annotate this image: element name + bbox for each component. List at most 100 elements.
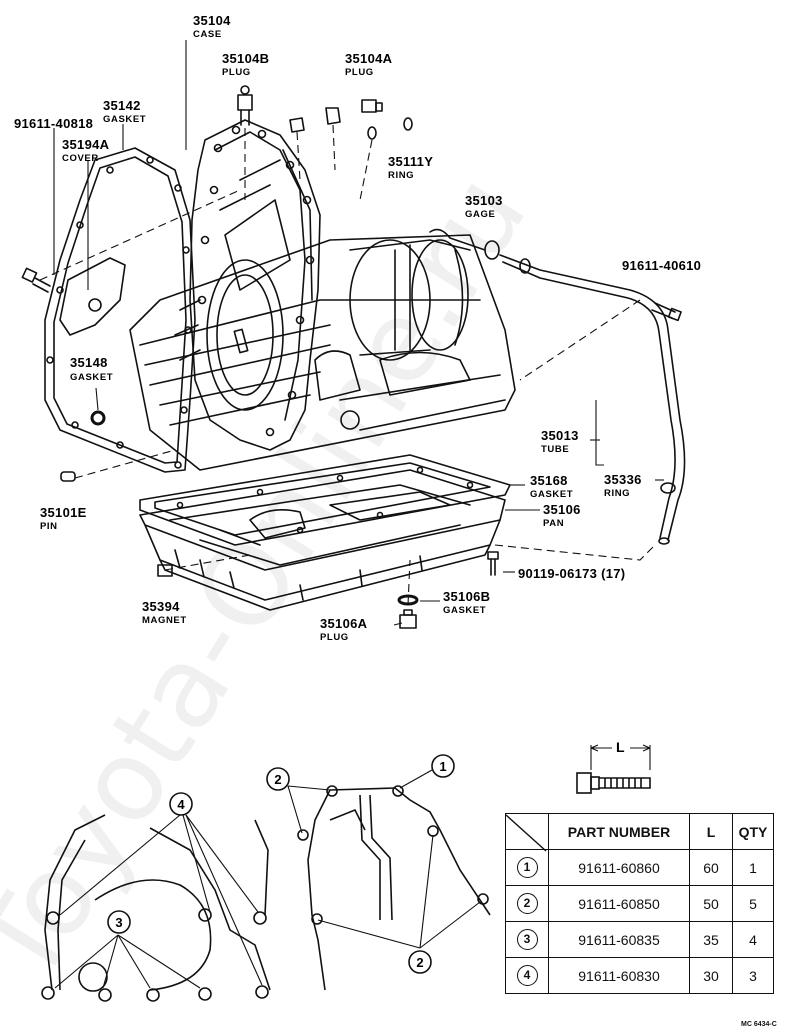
callout-35104a-name: PLUG [345,67,374,78]
pan-bolt-drawing [487,551,499,576]
callout-35336-number: 35336 [604,472,642,487]
callout-35101e-number: 35101E [40,505,87,520]
row-length: 30 [689,957,733,994]
bolt-length-label: L [616,739,625,755]
row-key-circle: 1 [516,857,538,878]
callout-35194a-number: 35194A [62,137,110,152]
oil-pan-drawing [139,469,506,611]
callout-35101e-name: PIN [40,521,58,532]
tube-bolt-drawing [651,302,682,322]
assembly-guide-lines [39,124,656,606]
callout-35106b-name: GASKET [443,605,486,616]
row-key-circle: 2 [516,893,538,914]
key-circle-4 [169,792,193,816]
callout-35111y-name: RING [388,170,414,181]
callout-35104b-name: PLUG [222,67,251,78]
key-circle-1 [431,754,455,778]
plug-drawing-35104a [289,99,383,133]
callout-35013-number: 35013 [541,428,579,443]
case-front-view-drawing [41,814,271,1002]
callout-35104-number: 35104 [193,13,231,28]
case-side-view-drawing [297,785,491,991]
o-ring-drawing [367,117,413,140]
row-length: 60 [689,849,733,886]
leader-lines [53,40,664,626]
table-row: 1 91611-60860 60 1 [505,849,774,886]
row-part-number: 91611-60835 [548,921,690,958]
row-part-number: 91611-60830 [548,957,690,994]
cover-bolt-drawing [21,267,51,293]
small-gasket-drawing [90,410,106,426]
callout-35111y-number: 35111Y [388,154,433,169]
callout-labels: 35104 CASE 35104B PLUG 35104A PLUG 91611… [14,13,701,643]
callout-35168-name: GASKET [530,489,573,500]
callout-90119-06173-number: 90119-06173 (17) [518,566,625,581]
callout-35103-name: GAGE [465,209,495,220]
table-header-qty: QTY [732,813,774,850]
callout-35106a-name: PLUG [320,632,349,643]
bolt-spec-table: PART NUMBER L QTY 1 91611-60860 60 1 2 9… [505,813,774,994]
row-qty: 4 [732,921,774,958]
dipstick-tube-drawing [429,228,686,545]
key-circle-2-bottom [408,950,432,974]
callout-35104a-number: 35104A [345,51,393,66]
callout-35104-name: CASE [193,29,222,40]
callout-91611-40610-number: 91611-40610 [622,258,701,273]
callout-35103-number: 35103 [465,193,503,208]
key-label-4: 4 [177,797,185,812]
position-key-circles [107,754,455,974]
callout-35142-name: GASKET [103,114,146,125]
table-header-length: L [689,813,733,850]
callout-35106-number: 35106 [543,502,581,517]
key-label-2-top: 2 [274,772,281,787]
callout-35106b-number: 35106B [443,589,490,604]
table-row: 2 91611-60850 50 5 [505,885,774,922]
row-length: 50 [689,885,733,922]
magnet-drawing [157,564,173,577]
watermark-text: Toyota-Online.ru [0,153,552,1005]
callout-35394-number: 35394 [142,599,180,614]
callout-35168-number: 35168 [530,473,568,488]
callout-35013-name: TUBE [541,444,569,455]
table-header-row: PART NUMBER L QTY [505,813,774,850]
callout-35336-name: RING [604,488,630,499]
cover-drawing [59,257,126,336]
key-label-2-bottom: 2 [416,955,423,970]
callout-35142-number: 35142 [103,98,141,113]
tube-ring-drawing [660,482,676,494]
bolt-length-illustration [576,744,651,794]
key-circle-3 [107,910,131,934]
row-qty: 3 [732,957,774,994]
callout-35104b-number: 35104B [222,51,269,66]
transmission-case-drawing [129,119,516,471]
table-header-part-number: PART NUMBER [548,813,690,850]
callout-91611-40818-number: 91611-40818 [14,116,93,131]
row-length: 35 [689,921,733,958]
plug-drawing-35104b [237,85,253,126]
table-row: 4 91611-60830 30 3 [505,957,774,994]
table-row: 3 91611-60835 35 4 [505,921,774,958]
callout-35394-name: MAGNET [142,615,187,626]
pin-drawing [60,471,76,482]
callout-35148-number: 35148 [70,355,108,370]
row-key-circle: 4 [516,965,538,986]
table-header-key [505,813,549,850]
row-part-number: 91611-60860 [548,849,690,886]
front-gasket-drawing [44,147,196,473]
key-circle-2-top [266,767,290,791]
row-part-number: 91611-60850 [548,885,690,922]
case-side-view-leaders [287,769,481,949]
key-label-1: 1 [439,759,446,774]
row-qty: 1 [732,849,774,886]
callout-35106-name: PAN [543,518,564,529]
drawing-code: MC 6434-C [741,1021,777,1028]
row-qty: 5 [732,885,774,922]
case-front-view-leaders [54,814,263,989]
key-label-3: 3 [115,915,122,930]
callout-35148-name: GASKET [70,372,113,383]
row-key-circle: 3 [516,929,538,950]
callout-35194a-name: COVER [62,153,99,164]
callout-35106a-number: 35106A [320,616,368,631]
